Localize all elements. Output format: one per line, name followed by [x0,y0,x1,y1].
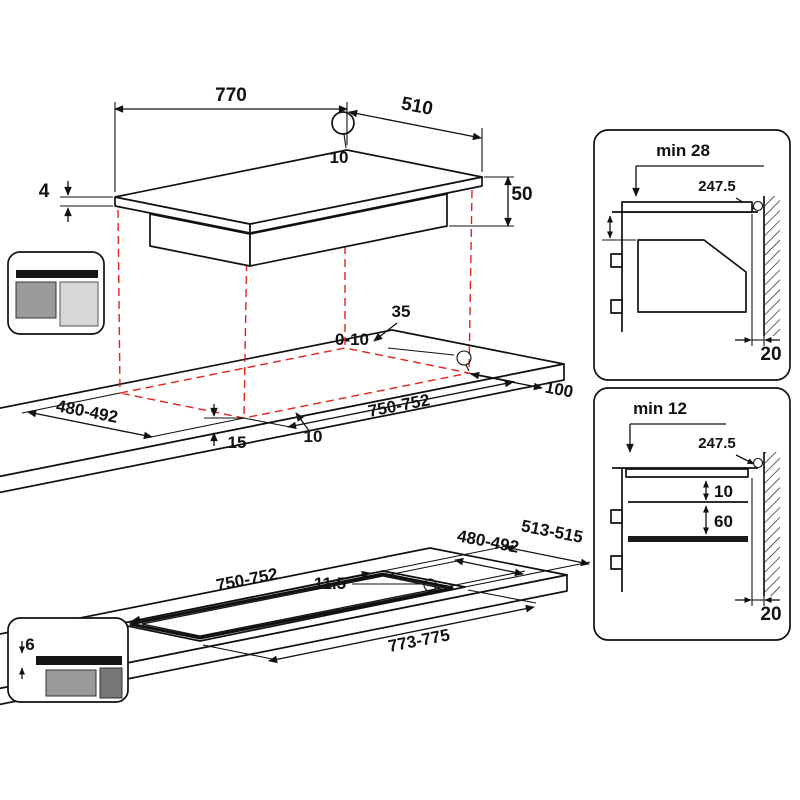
hinge-tab [610,509,623,524]
gap-marker-circle [752,200,764,212]
dim-corner-radius: 10 [304,427,323,446]
dim-hole-offset: 10 [330,148,349,167]
wall-hatching [765,452,780,596]
flush-hob-slab [625,468,749,478]
detail-box-flush: min 12 247.5 10 60 20 [593,387,791,641]
dim-rear-clearance: 100 [543,378,574,402]
dim-hob-width: 770 [215,85,247,106]
detail-box-standard: min 28 247.5 20 [593,129,791,381]
shelf-panel [628,536,748,542]
dim-hob-depth: 510 [399,93,434,120]
hinge-tab [610,299,623,314]
legend-surface-mount [7,251,105,335]
dim-panel-depth-top: 247.5 [698,178,736,195]
radius-marker-circle [456,350,472,366]
ledge-marker-circle [423,578,437,592]
hob-isometric [114,111,483,267]
surface-mount-section-icon [15,270,99,327]
dim-hob-height: 50 [511,184,532,205]
dim-wall-gap-top: 20 [760,344,781,365]
dim-corner-offset: 35 [392,302,411,321]
dim-gap-below-hob: 10 [714,482,733,501]
dim-glass-thickness: 4 [39,181,50,202]
dim-min-clearance-flush: min 12 [633,399,687,418]
gap-marker-circle [752,457,764,469]
drawer-section [637,239,747,313]
top-mount-view: 770 510 10 50 4 35 0-10 100 480-492 750-… [0,85,575,494]
hob-section-slab [621,201,753,213]
hob-glass-top [114,149,483,225]
dim-front-clearance: 15 [228,433,247,452]
flush-mount-section-icon [36,656,123,699]
dim-corner-radius-range: 0-10 [335,330,369,349]
dim-flush-glass-thickness: 6 [25,635,34,654]
dim-shelf-clearance: 60 [714,512,733,531]
legend-flush-mount: 6 [7,617,129,703]
dim-wall-gap-flush: 20 [760,604,781,625]
flush-mount-view: 750-752 11.5 480-492 513-515 773-775 [0,516,591,706]
dim-flush-cutout-depth: 480-492 [456,526,521,557]
hinge-tab [610,253,623,268]
dim-recess-outer-depth: 513-515 [520,516,585,547]
wall-hatching [765,196,780,336]
knob-hole-circle [331,111,355,135]
dim-min-clearance-top: min 28 [656,141,710,160]
hinge-tab [610,555,623,570]
dim-panel-depth-flush: 247.5 [698,435,736,452]
top-view-dimensions: 770 510 10 50 4 35 0-10 100 480-492 750-… [21,85,575,452]
dim-ledge-width: 11.5 [314,574,346,593]
